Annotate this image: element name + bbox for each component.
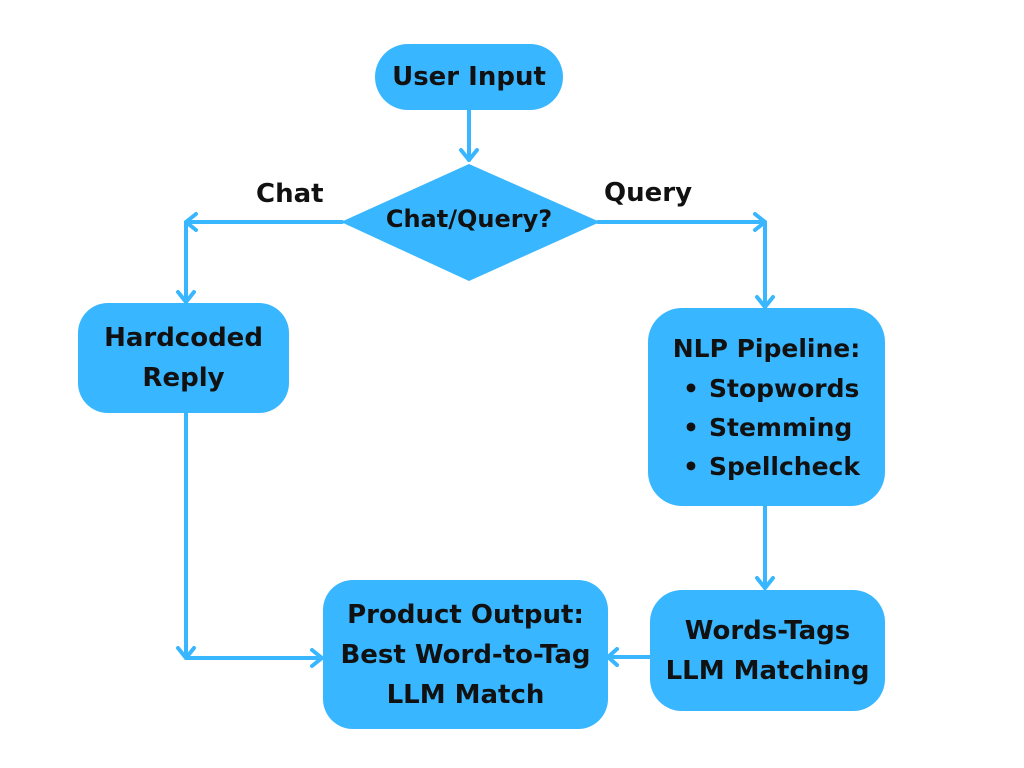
user-input-node: User Input: [375, 44, 563, 110]
hardcoded-reply-node: Hardcoded Reply: [78, 303, 289, 413]
arrowhead-decision-query-top: [753, 212, 767, 232]
product-output-line-3: LLM Match: [386, 679, 545, 710]
edge-label-chat: Chat: [256, 179, 324, 209]
list-item: Stemming: [673, 408, 860, 447]
edge-label-query: Query: [604, 178, 693, 208]
words-tags-node: Words-Tags LLM Matching: [650, 590, 885, 711]
list-item: Stopwords: [673, 369, 860, 408]
words-tags-line-1: Words-Tags: [684, 615, 851, 646]
arrowhead-decision-chat-top: [184, 212, 198, 232]
arrowhead-to-words: [755, 576, 775, 590]
arrowhead-to-output-left: [310, 648, 324, 668]
arrowhead-to-nlp: [755, 295, 775, 309]
arrowhead-input-to-decision: [459, 148, 479, 162]
arrow-hardcoded-to-output: [184, 411, 324, 660]
words-tags-line-2: LLM Matching: [665, 655, 870, 686]
product-output-node: Product Output: Best Word-to-Tag LLM Mat…: [323, 580, 608, 729]
product-output-line-2: Best Word-to-Tag: [340, 639, 591, 670]
list-item: Spellcheck: [673, 447, 860, 486]
nlp-pipeline-node: NLP Pipeline: Stopwords Stemming Spellch…: [648, 308, 885, 506]
user-input-label: User Input: [392, 62, 546, 92]
arrow-decision-query: [596, 220, 767, 309]
hardcoded-reply-line-2: Reply: [142, 363, 225, 393]
arrow-decision-chat: [184, 220, 344, 304]
arrowhead-to-hardcoded: [176, 290, 196, 304]
hardcoded-reply-line-1: Hardcoded: [104, 323, 263, 353]
nlp-pipeline-list: Stopwords Stemming Spellcheck: [673, 369, 860, 486]
arrowhead-hardcoded-down: [176, 646, 196, 660]
arrowhead-to-output-right: [606, 647, 619, 667]
decision-label: Chat/Query?: [385, 205, 553, 233]
nlp-pipeline-title: NLP Pipeline:: [672, 333, 861, 363]
decision-diamond: [341, 164, 600, 281]
product-output-line-1: Product Output:: [347, 599, 584, 630]
